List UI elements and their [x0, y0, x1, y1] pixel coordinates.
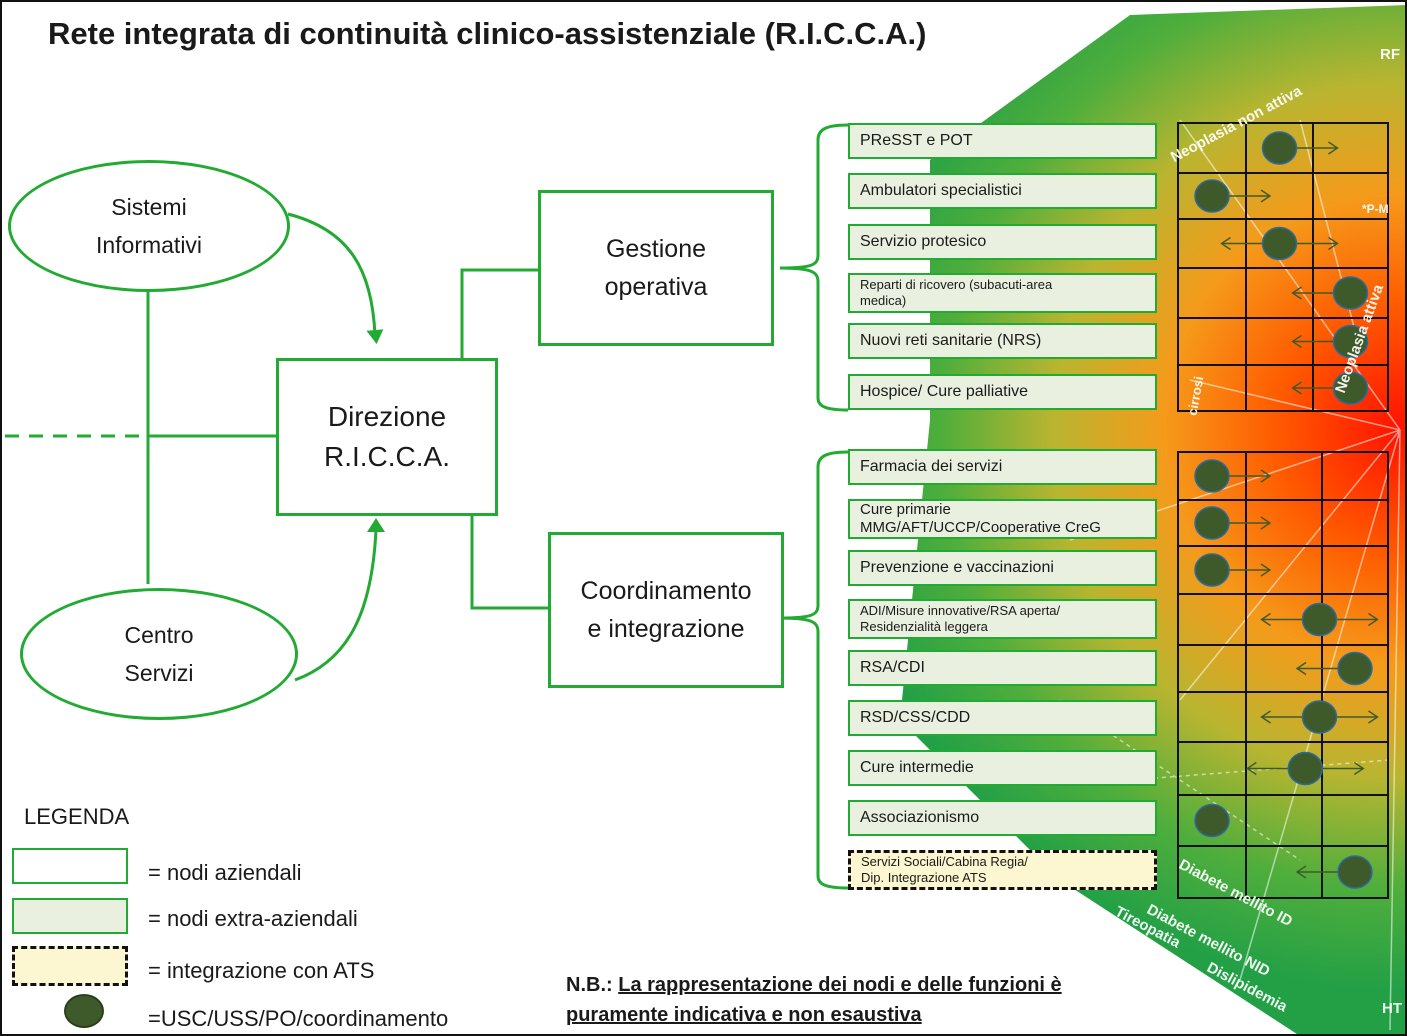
upper-grid-arrow-left-4-head: [1291, 334, 1302, 349]
node-cure-primarie: Cure primarie MMG/AFT/UCCP/Cooperative C…: [848, 499, 1157, 539]
legend-text-extra-aziendali: = nodi extra-aziendali: [148, 906, 358, 931]
legend-title: LEGENDA: [24, 804, 130, 829]
box-direzione-ricca: Direzione R.I.C.C.A.: [276, 358, 498, 516]
legend-text-aziendali: = nodi aziendali: [148, 860, 302, 885]
label-rf: RF: [1380, 46, 1400, 63]
upper-grid-dot-1: [1194, 179, 1230, 213]
upper-grid-dot-2: [1261, 226, 1298, 261]
page-title: Rete integrata di continuità clinico-ass…: [48, 16, 927, 51]
lower-grid-arrow-left-8-head: [1295, 865, 1307, 879]
lower-grid-dot-2: [1194, 553, 1230, 587]
lower-grid-arrow-right-0-head: [1260, 469, 1272, 483]
arrowheads: [366, 329, 385, 532]
lower-grid-dot-8: [1337, 855, 1373, 889]
lower-grid-arrow-left-6-head: [1246, 761, 1257, 776]
lower-grid-arrow-right-5-head: [1368, 710, 1379, 724]
upper-grid-dot-3: [1332, 276, 1369, 310]
node-reparti-ricovero: Reparti di ricovero (subacuti-area medic…: [848, 273, 1157, 313]
upper-grid-arrow-left-5-head: [1291, 381, 1302, 395]
box-coordinamento-integrazione: Coordinamento e integrazione: [548, 532, 784, 688]
lower-grid-dot-5: [1301, 700, 1338, 734]
node-farmacia-servizi: Farmacia dei servizi: [848, 449, 1157, 485]
node-adi-misure-innovative: ADI/Misure innovative/RSA aperta/ Reside…: [848, 599, 1157, 639]
lower-grid-dot-3: [1301, 602, 1338, 637]
lower-grid-dot-1: [1194, 506, 1230, 540]
node-presst-pot: PReSST e POT: [848, 123, 1157, 159]
note-line2: puramente indicativa e non esaustiva: [566, 1004, 922, 1026]
lower-grid-arrow-right-6-head: [1353, 761, 1365, 776]
upper-grid-arrow-left-3-head: [1291, 286, 1302, 300]
legend-swatch-ats: [12, 946, 128, 986]
legend-text-ats: = integrazione con ATS: [148, 958, 375, 983]
ellipse-centro-servizi: Centro Servizi: [20, 588, 298, 720]
box-gestione-operativa: Gestione operativa: [538, 190, 774, 346]
node-hospice-cure-palliative: Hospice/ Cure palliative: [848, 374, 1157, 410]
upper-grid-dot-5: [1332, 371, 1369, 405]
grid-lines: [1177, 122, 1389, 899]
node-nuovi-reti-sanitarie: Nuovi reti sanitarie (NRS): [848, 323, 1157, 359]
node-associazionismo: Associazionismo: [848, 800, 1157, 836]
lower-grid-arrow-left-3-head: [1260, 612, 1271, 627]
note-line1: La rappresentazione dei nodi e delle fun…: [618, 974, 1062, 996]
label-ht: HT: [1382, 1000, 1402, 1017]
upper-grid-arrow-left-2-head: [1220, 236, 1231, 251]
ellipse-sistemi-informativi: Sistemi Informativi: [8, 160, 290, 292]
note: N.B.: La rappresentazione dei nodi e del…: [566, 970, 1062, 1030]
node-ambulatori-specialistici: Ambulatori specialistici: [848, 173, 1157, 209]
node-servizio-protesico: Servizio protesico: [848, 224, 1157, 260]
upper-grid-dot-4: [1332, 324, 1369, 359]
lower-grid-arrow-right-1-head: [1260, 516, 1272, 530]
legend-swatch-extra-aziendali: [12, 898, 128, 934]
lower-grid-dot-0: [1194, 459, 1230, 493]
legend-text-usc: =USC/USS/PO/coordinamento: [148, 1006, 449, 1031]
legend-dot-icon: [64, 994, 104, 1028]
upper-grid-dot-0: [1261, 131, 1298, 165]
node-prevenzione-vaccinazioni: Prevenzione e vaccinazioni: [848, 550, 1157, 586]
connectors: [5, 123, 849, 890]
lower-grid-arrow-right-3-head: [1368, 612, 1379, 627]
legend-swatch-aziendali: [12, 848, 128, 884]
note-prefix: N.B.:: [566, 974, 613, 996]
label-pm: *P-M: [1362, 202, 1389, 216]
lower-grid-arrow-left-5-head: [1260, 710, 1271, 724]
upper-grid-arrow-right-2-head: [1328, 236, 1339, 251]
lower-grid-dot-4: [1337, 651, 1373, 686]
grid-marks: [1194, 131, 1379, 889]
node-rsd-css-cdd: RSD/CSS/CDD: [848, 700, 1157, 736]
lower-grid-arrow-right-2-head: [1260, 563, 1272, 577]
upper-grid-arrow-right-0-head: [1328, 141, 1339, 155]
lower-grid-dot-7: [1194, 803, 1230, 838]
node-servizi-sociali-ats: Servizi Sociali/Cabina Regia/ Dip. Integ…: [848, 850, 1157, 890]
upper-grid-arrow-right-1-head: [1260, 189, 1272, 203]
lower-grid-dot-6: [1287, 751, 1324, 786]
node-cure-intermedie: Cure intermedie: [848, 750, 1157, 786]
lower-grid-arrow-left-4-head: [1295, 661, 1307, 676]
node-rsa-cdi: RSA/CDI: [848, 650, 1157, 686]
